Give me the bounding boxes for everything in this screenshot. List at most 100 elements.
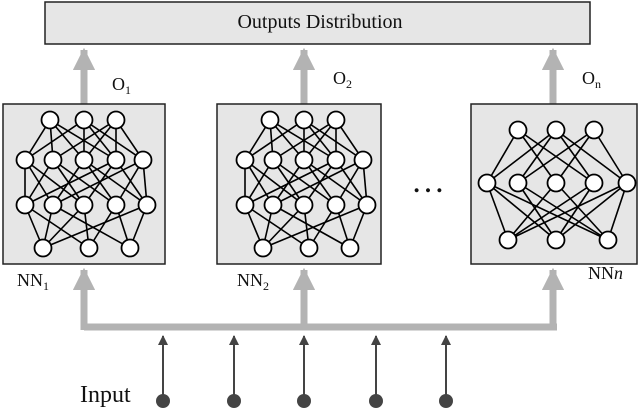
input-dot [439,394,453,408]
network-node [477,173,497,193]
network-edge [486,129,519,184]
network-edge [272,204,351,249]
output-label-1: O1 [112,74,131,97]
network-edge [507,182,628,241]
network-node [79,238,99,258]
network-edge [272,159,364,206]
outputs-distribution-box [44,1,591,45]
network-label-1: NN1 [17,270,49,293]
network-edge [607,182,628,241]
network-node [546,120,566,140]
network-node [508,173,528,193]
input-dot [227,394,241,408]
network-edge [24,119,85,161]
network-edge [52,119,117,161]
network-edge [486,182,557,241]
input-dot [297,394,311,408]
network-node [326,195,346,215]
network-edge [555,129,628,184]
network-node [353,150,373,170]
network-node [137,195,157,215]
network-node [498,230,518,250]
input-bus [72,267,565,331]
network-edge [555,182,595,241]
network-node [598,230,618,250]
network-node [584,120,604,140]
network-node [133,150,153,170]
network-edge [24,204,90,249]
network-node [299,238,319,258]
input-label: Input [80,382,131,408]
network-edge [517,182,557,241]
network-edge [52,159,144,206]
network-edge [517,129,595,184]
network-node [43,150,63,170]
network-node [546,173,566,193]
network-node [43,195,63,215]
network-node [263,195,283,215]
outputs-distribution-title: Outputs Distribution [237,11,402,33]
network-edge [272,159,337,206]
network-box-2 [216,103,382,265]
network-edge [507,182,595,241]
network-node [120,238,140,258]
network-label-2: NN2 [237,270,269,293]
network-node [263,150,283,170]
network-node [106,150,126,170]
network-edge [262,204,368,249]
network-node [15,195,35,215]
network-graph-n [477,120,637,250]
network-node [106,110,126,130]
network-node [294,110,314,130]
network-edge [42,204,85,249]
network-edge [555,129,595,184]
network-node [357,195,377,215]
network-edge [42,204,148,249]
network-node [508,120,528,140]
network-edge [486,182,609,241]
network-graph-2 [235,110,377,258]
network-edge [83,119,144,161]
network-edge [244,204,310,249]
network-edge [555,182,628,241]
network-edge [244,159,305,206]
network-node [294,195,314,215]
network-node [326,150,346,170]
network-node [74,110,94,130]
network-node [15,150,35,170]
network-node [546,230,566,250]
network-edge [303,159,368,206]
network-edge [49,119,117,161]
network-edge [303,119,364,161]
network-edge [517,182,609,241]
input-dot [156,394,170,408]
network-node [33,238,53,258]
network-edge [593,129,628,184]
network-edge [555,182,609,241]
network-node [40,110,60,130]
network-edge [486,182,509,241]
network-edge [517,129,557,184]
network-node [326,110,346,130]
network-edge [244,159,337,206]
network-node [253,238,273,258]
network-edge [24,159,117,206]
network-node [235,150,255,170]
network-node [584,173,604,193]
network-edge [486,129,557,184]
network-edge [272,119,337,161]
network-node [340,238,360,258]
network-edge [269,119,337,161]
network-node [74,195,94,215]
network-edge [52,204,131,249]
network-node [235,195,255,215]
network-node [617,173,637,193]
network-edge [24,159,85,206]
network-edge [507,182,557,241]
network-edge [244,119,305,161]
network-edge [83,159,148,206]
network-node [106,195,126,215]
network-node [294,150,314,170]
